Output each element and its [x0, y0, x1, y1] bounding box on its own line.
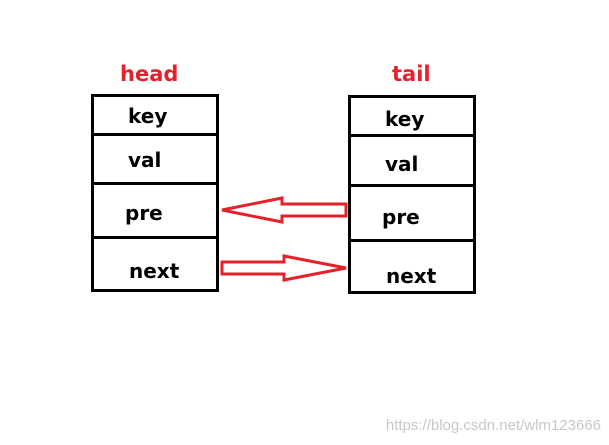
tail-node-title: tail: [392, 62, 431, 86]
tail-val-field: val: [351, 134, 473, 187]
tail-node: key val pre next: [348, 95, 476, 294]
tail-next-label: next: [386, 264, 437, 288]
tail-pre-field: pre: [351, 184, 473, 240]
head-pre-field: pre: [94, 182, 216, 237]
tail-next-field: next: [351, 239, 473, 291]
watermark: https://blog.csdn.net/wlm123666: [385, 417, 601, 434]
tail-key-label: key: [385, 107, 425, 131]
head-node: key val pre next: [91, 94, 219, 292]
tail-val-label: val: [385, 152, 419, 176]
head-val-label: val: [128, 148, 162, 172]
tail-pre-label: pre: [382, 205, 420, 229]
next-pointer-arrow: [220, 254, 347, 282]
head-next-field: next: [94, 236, 216, 289]
head-val-field: val: [94, 133, 216, 183]
tail-key-field: key: [351, 98, 473, 137]
head-next-label: next: [129, 259, 180, 283]
head-key-field: key: [94, 97, 216, 136]
head-pre-label: pre: [125, 201, 163, 225]
pre-pointer-arrow: [221, 196, 348, 224]
head-node-title: head: [120, 62, 179, 86]
head-key-label: key: [128, 104, 168, 128]
